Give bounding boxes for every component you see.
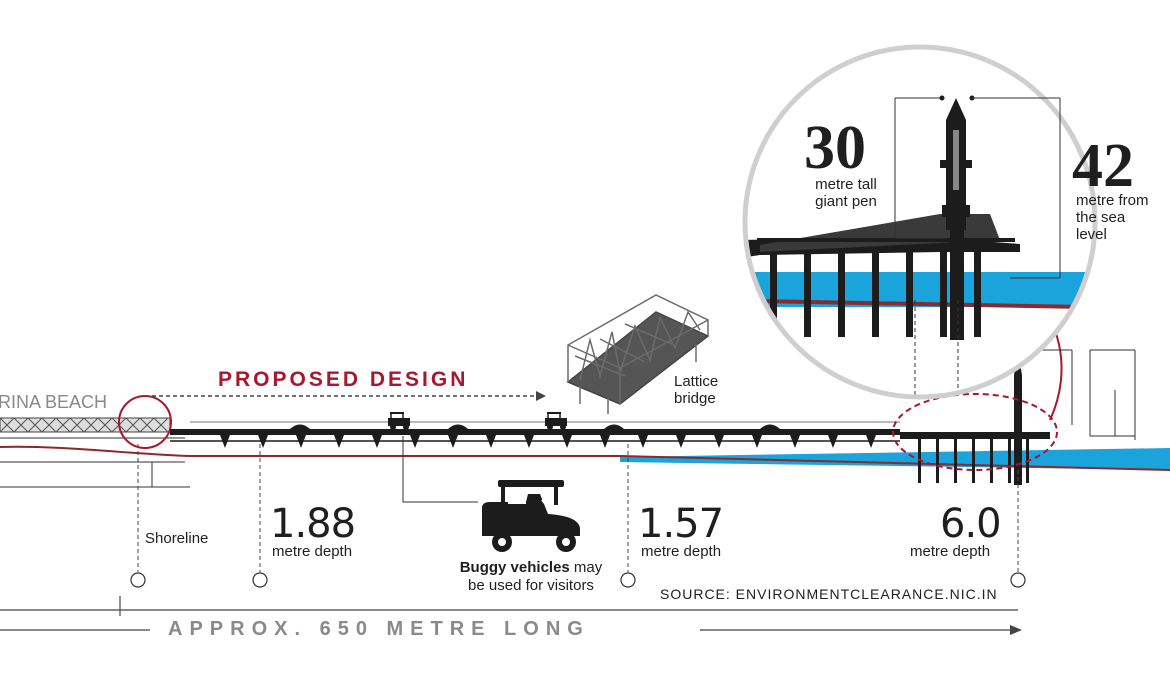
deck-post	[334, 435, 344, 448]
proposed-design-label: PROPOSED DESIGN	[218, 368, 469, 391]
zoom-pile	[906, 252, 913, 337]
buggy-caption-bold: Buggy vehicles	[459, 559, 570, 576]
deck-canopy	[448, 424, 468, 435]
zoom-circle-border	[742, 44, 1098, 400]
deck-post	[258, 435, 268, 448]
zoom-deck	[745, 214, 1020, 288]
pen-highlight-ellipse	[892, 393, 1058, 471]
deck-posts	[220, 424, 876, 448]
depth-1-unit: metre depth	[272, 543, 353, 560]
pier-end-pile	[972, 439, 975, 483]
deck-post	[220, 435, 230, 448]
depth-1-value: 1.88	[270, 501, 356, 547]
pen-height-caption: metre tall giant pen	[815, 176, 877, 210]
height-dimension-lines	[1042, 349, 1136, 440]
pier-deck	[170, 421, 900, 442]
small-buggy-2	[545, 412, 567, 430]
deck-post	[524, 435, 534, 448]
pier-end-pile	[936, 439, 939, 483]
buggy-caption-rest-2: be used for visitors	[468, 577, 594, 594]
deck-post	[600, 435, 610, 448]
lattice-bridge-label: Lattice bridge	[674, 373, 719, 407]
seabed-line	[0, 445, 1170, 471]
buggy-caption-rest-1: may	[569, 559, 603, 576]
lattice-bridge-illustration	[566, 294, 710, 414]
depth-3-value: 6.0	[940, 501, 1002, 547]
deck-post	[828, 435, 838, 448]
length-dimension	[0, 596, 1018, 631]
deck-post	[562, 435, 572, 448]
deck-post	[638, 435, 648, 448]
shoreline-label: Shoreline	[145, 530, 209, 547]
depth-markers	[137, 444, 1019, 572]
deck-post	[410, 435, 420, 448]
deck-canopy	[290, 424, 310, 435]
buggy-icon	[482, 480, 580, 552]
depth-marker-circles	[130, 572, 1026, 588]
zoom-piles	[770, 252, 981, 337]
deck-post	[790, 435, 800, 448]
deck-canopy	[760, 424, 780, 435]
deck-canopy	[604, 424, 624, 435]
source-label: SOURCE: ENVIRONMENTCLEARANCE.NIC.IN	[660, 586, 998, 602]
zoom-pile	[838, 252, 845, 337]
pier-end-pile	[990, 439, 993, 483]
depth-3-unit: metre depth	[910, 543, 991, 560]
deck-post	[866, 435, 876, 448]
deck-post	[448, 435, 458, 448]
marina-beach-label: RINA BEACH	[0, 392, 108, 412]
deck-post	[752, 435, 762, 448]
beach-lattice	[0, 417, 171, 433]
length-label: APPROX. 650 METRE LONG	[168, 618, 590, 640]
small-buggy-1	[388, 412, 410, 430]
beach-section	[0, 437, 190, 488]
deck-post	[676, 435, 686, 448]
buggy-caption: Buggy vehicles may be used for visitors	[455, 559, 607, 595]
deck-post	[372, 435, 382, 448]
depth-2-unit: metre depth	[641, 543, 722, 560]
zoom-pen	[940, 98, 972, 340]
pen-height-value: 30	[804, 114, 866, 182]
sea-water	[620, 448, 1170, 470]
sea-level-value: 42	[1072, 132, 1134, 200]
sea-level-caption: metre from the sea level	[1076, 192, 1149, 243]
pier-end-pile	[1008, 439, 1011, 483]
pier-end-pile	[954, 439, 957, 483]
deck-post	[714, 435, 724, 448]
deck-post	[486, 435, 496, 448]
buggy-leader	[402, 436, 478, 503]
depth-2-value: 1.57	[638, 501, 724, 547]
zoom-pile	[770, 252, 777, 337]
beach-highlight-circle	[118, 395, 172, 449]
zoom-pile	[974, 252, 981, 337]
zoom-pile	[872, 252, 879, 337]
deck-post	[296, 435, 306, 448]
zoom-pile	[804, 252, 811, 337]
zoom-pile	[940, 252, 947, 337]
